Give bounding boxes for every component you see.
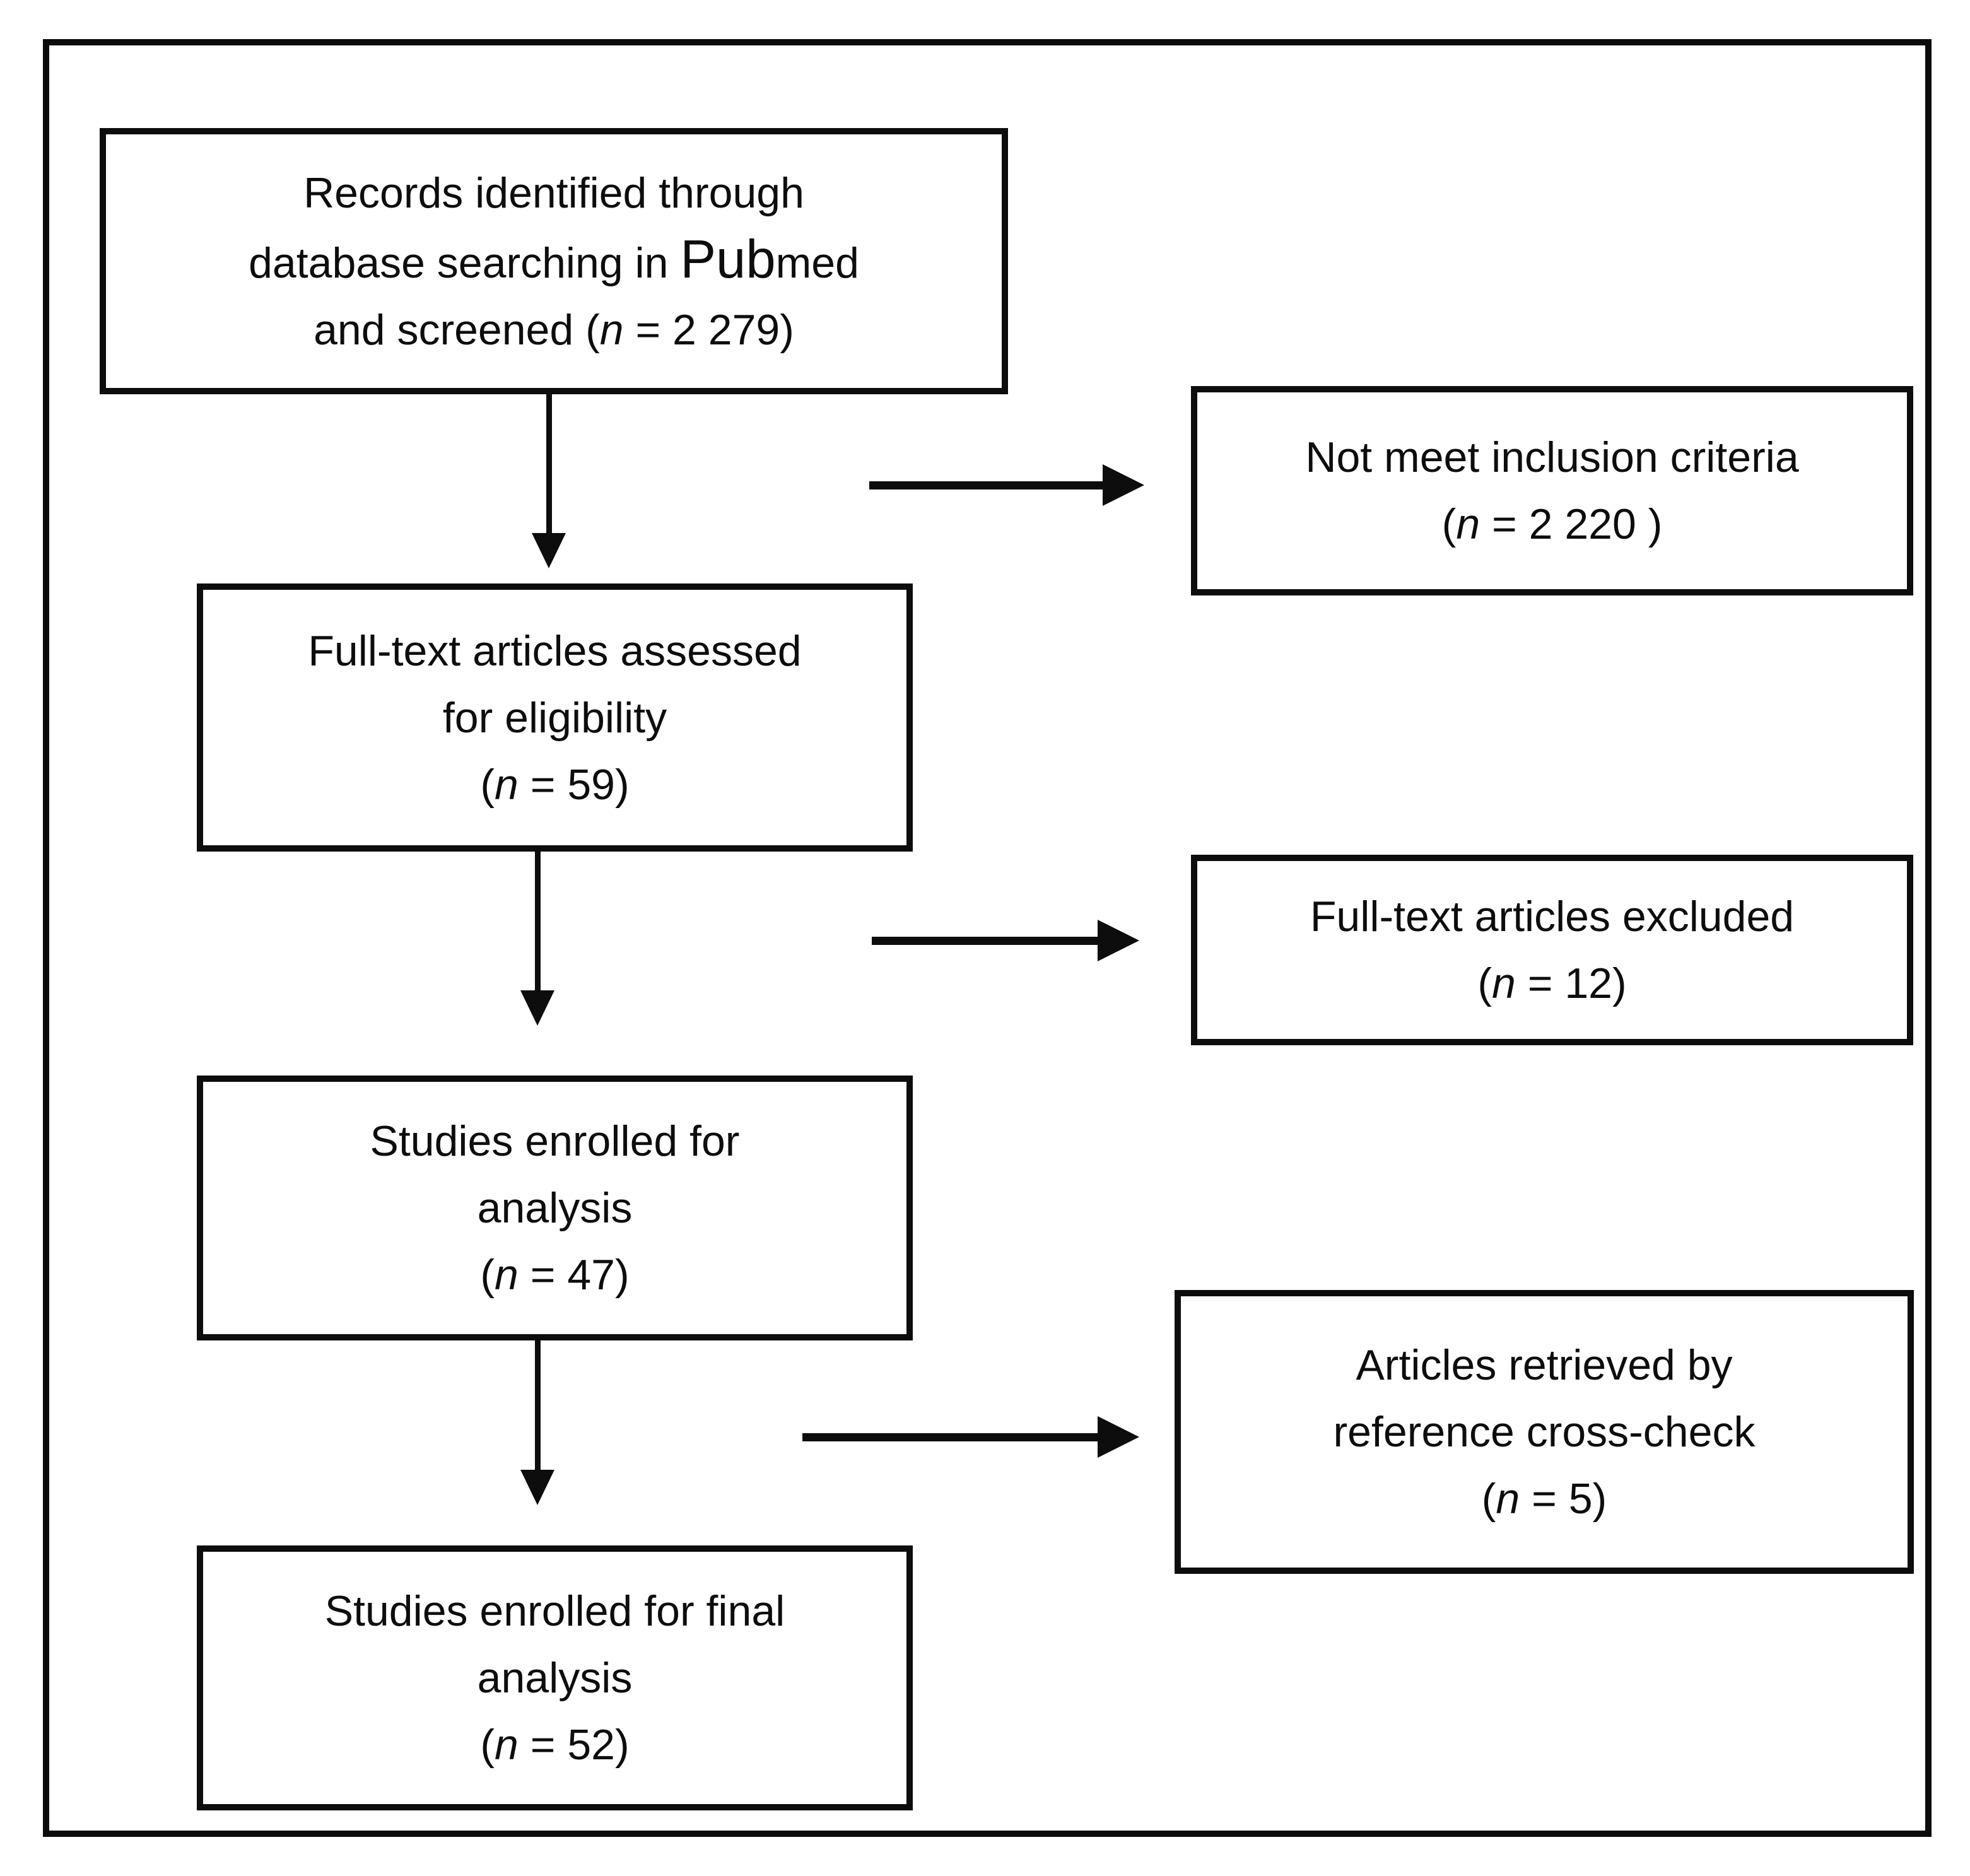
box-text-line: Not meet inclusion criteria	[1305, 433, 1799, 481]
box-text-line: for eligibility	[442, 693, 667, 742]
arrow-shaft	[802, 1433, 1098, 1441]
box-count-line: (n = 59)	[480, 760, 630, 809]
flow-box-not-meet-criteria: Not meet inclusion criteria (n = 2 220 )	[1191, 386, 1913, 595]
box-count-line: (n = 52)	[480, 1721, 630, 1769]
italic-n: n	[1496, 1475, 1520, 1523]
box-text-line: reference cross-check	[1333, 1408, 1756, 1456]
italic-n: n	[599, 305, 624, 354]
arrow-down-head-icon	[532, 533, 566, 568]
box-count-line: (n = 12)	[1477, 959, 1627, 1007]
box-text-line: Articles retrieved by	[1356, 1341, 1733, 1389]
arrow-shaft	[872, 937, 1098, 945]
flow-box-studies-enrolled: Studies enrolled for analysis (n = 47)	[197, 1076, 913, 1340]
diagram-outer-border	[43, 39, 1932, 1837]
italic-n: n	[495, 760, 519, 809]
box-text-line: Studies enrolled for final	[324, 1587, 785, 1635]
box-text-line: database searching in Pubmed	[249, 229, 859, 290]
arrow-shaft	[546, 392, 552, 533]
box-count-line: (n = 5)	[1481, 1475, 1607, 1523]
arrow-shaft	[535, 850, 541, 990]
arrow-shaft	[869, 481, 1103, 490]
arrow-shaft	[535, 1339, 541, 1470]
italic-n: n	[1492, 959, 1516, 1007]
italic-n: n	[1456, 500, 1480, 548]
flow-box-fulltext-excluded: Full-text articles excluded (n = 12)	[1191, 855, 1913, 1045]
arrow-right-head-icon	[1103, 464, 1144, 506]
box-text-line: Records identified through	[303, 168, 804, 217]
flow-box-records-screened: Records identified through database sear…	[100, 128, 1008, 394]
flow-box-fulltext-assessed: Full-text articles assessed for eligibil…	[197, 583, 913, 852]
box-text-line: Full-text articles excluded	[1310, 893, 1795, 941]
flow-box-final-analysis: Studies enrolled for final analysis (n =…	[197, 1545, 913, 1810]
box-count-line: (n = 47)	[480, 1251, 630, 1299]
pubmed-large-text: Pub	[680, 229, 776, 290]
arrow-down-head-icon	[520, 1470, 554, 1505]
arrow-down-head-icon	[520, 990, 554, 1026]
box-text-line: analysis	[477, 1654, 633, 1702]
box-text-line: Studies enrolled for	[370, 1117, 740, 1165]
arrow-right-head-icon	[1098, 1416, 1139, 1458]
flow-box-reference-crosscheck: Articles retrieved by reference cross-ch…	[1175, 1290, 1914, 1574]
box-text-line: Full-text articles assessed	[308, 626, 802, 675]
arrow-right-head-icon	[1098, 920, 1139, 961]
italic-n: n	[495, 1251, 519, 1299]
box-text-line: analysis	[477, 1184, 633, 1232]
box-count-line: (n = 2 220 )	[1441, 500, 1663, 548]
box-count-line: and screened (n = 2 279)	[314, 305, 794, 354]
italic-n: n	[495, 1721, 519, 1769]
